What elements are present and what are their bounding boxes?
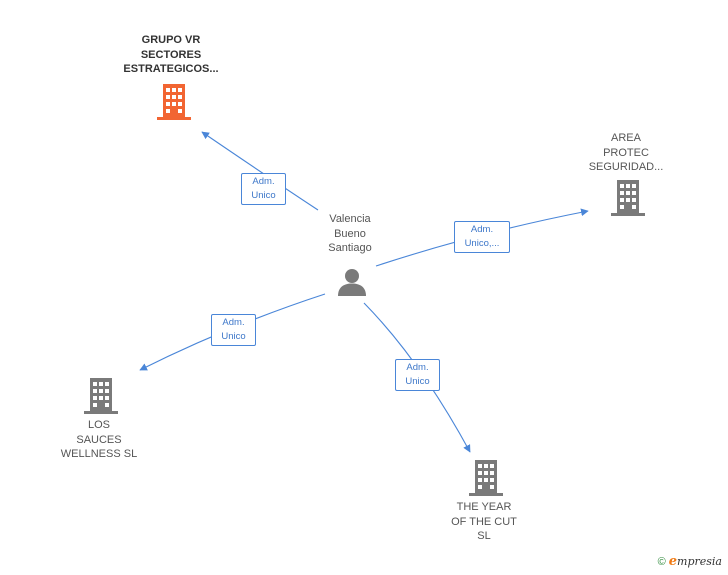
building-icon[interactable] [84, 378, 118, 414]
relation-label-the-year[interactable]: Adm. Unico [395, 359, 440, 391]
building-icon[interactable] [157, 84, 191, 120]
relation-label-grupo-vr[interactable]: Adm. Unico [241, 173, 286, 205]
company-name-the-year[interactable]: THE YEAR OF THE CUT SL [451, 501, 517, 542]
brand-logo: empresia [668, 554, 722, 569]
person-name[interactable]: Valencia Bueno Santiago [328, 213, 372, 254]
relation-label-area-protec[interactable]: Adm. Unico,... [454, 221, 510, 253]
company-name-los-sauces[interactable]: LOS SAUCES WELLNESS SL [60, 419, 138, 460]
company-name-grupo-vr[interactable]: GRUPO VR SECTORES ESTRATEGICOS... [123, 34, 219, 75]
company-name-area-protec[interactable]: AREA PROTEC SEGURIDAD... [588, 132, 664, 173]
person-icon[interactable] [337, 267, 367, 297]
building-icon[interactable] [611, 180, 645, 216]
footer-brand: © empresia [658, 554, 722, 569]
building-icon[interactable] [469, 460, 503, 496]
relation-label-los-sauces[interactable]: Adm. Unico [211, 314, 256, 346]
copyright-icon: © [657, 556, 666, 568]
